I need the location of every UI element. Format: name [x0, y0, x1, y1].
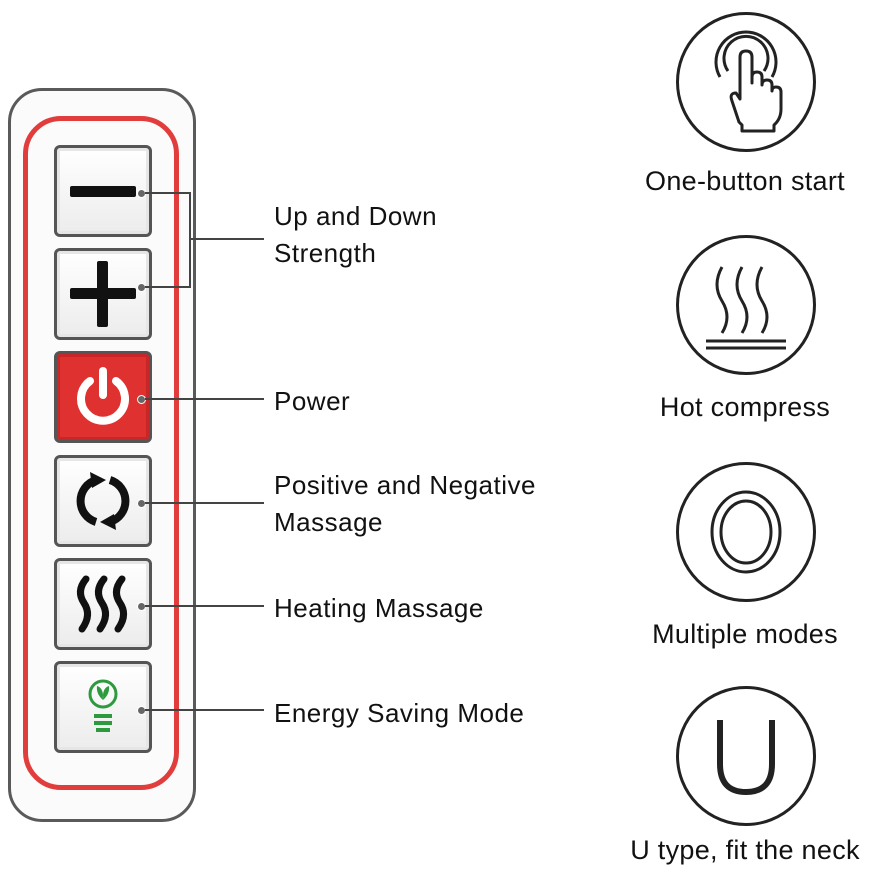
minus-leader-line [145, 192, 191, 194]
minus-button[interactable] [54, 145, 152, 237]
rotate-button[interactable] [54, 455, 152, 547]
strength-leader-line [190, 238, 264, 240]
rotate-arrows-icon [76, 472, 130, 530]
hot-compress-icon [706, 266, 786, 350]
massage-label-line2: Massage [274, 507, 383, 537]
plus-button[interactable] [54, 248, 152, 340]
power-button[interactable] [54, 351, 152, 443]
plus-icon [70, 261, 136, 327]
energy-label: Energy Saving Mode [274, 698, 525, 728]
feature-label-hot-compress: Hot compress [659, 392, 831, 422]
feature-circle-multiple-modes [676, 462, 816, 602]
plus-leader-line [145, 286, 191, 288]
heat-button[interactable] [54, 558, 152, 650]
u-shape-icon [717, 720, 775, 796]
feature-label-u-type: U type, fit the neck [630, 835, 860, 865]
feature-circle-hot-compress [676, 235, 816, 375]
strength-label-line1: Up and Down [274, 201, 438, 231]
feature-circle-one-button [676, 12, 816, 152]
energy-leader-line [145, 709, 264, 711]
heat-waves-icon [77, 575, 127, 633]
multiple-modes-icon [710, 490, 782, 574]
minus-icon [70, 186, 136, 197]
power-label: Power [274, 386, 351, 416]
remote-red-ring [23, 116, 179, 790]
massage-label: Positive and Negative Massage [274, 467, 536, 541]
massage-label-line1: Positive and Negative [274, 470, 536, 500]
strength-label-line2: Strength [274, 238, 377, 268]
feature-label-multiple-modes: Multiple modes [652, 619, 838, 649]
energy-saving-button[interactable] [54, 661, 152, 753]
heating-label: Heating Massage [274, 593, 484, 623]
strength-label: Up and Down Strength [274, 198, 437, 272]
massage-leader-line [145, 502, 264, 504]
touch-hand-icon [714, 30, 783, 133]
energy-saving-icon [88, 679, 118, 732]
power-leader-line [145, 398, 264, 400]
strength-bracket-line [189, 192, 191, 288]
power-icon [77, 367, 129, 425]
heating-leader-line [145, 605, 264, 607]
feature-label-one-button: One-button start [645, 166, 845, 196]
feature-circle-u-type [676, 686, 816, 826]
